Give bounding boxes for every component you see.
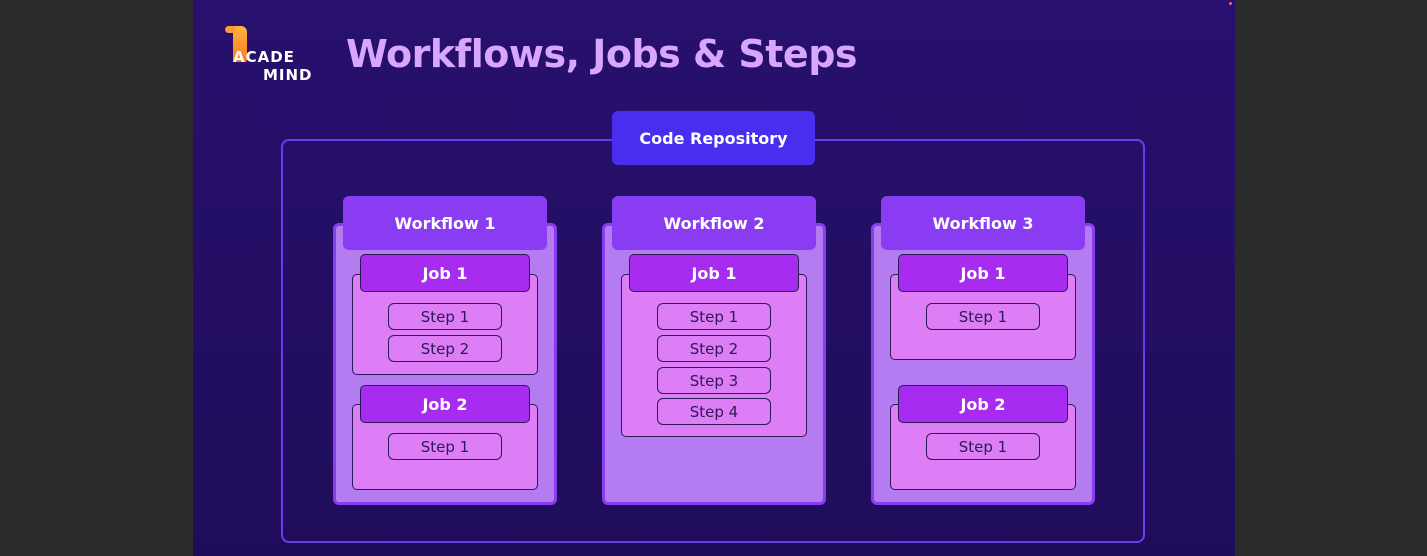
workflow-1-job-1-step-1: Step 1 (388, 303, 502, 330)
corner-dot (1229, 2, 1232, 5)
logo-bookmark-icon (225, 26, 247, 62)
workflow-3-job-2-step-1: Step 1 (926, 433, 1040, 460)
workflow-2-job-1-step-2: Step 2 (657, 335, 771, 362)
workflow-1-job-2-step-1: Step 1 (388, 433, 502, 460)
slide-title: Workflows, Jobs & Steps (346, 32, 858, 76)
workflow-1-job-2-label: Job 2 (360, 385, 530, 423)
workflow-2-label: Workflow 2 (612, 196, 816, 250)
slide: ACADE MIND Workflows, Jobs & Steps Code … (193, 0, 1235, 556)
workflow-1-job-1-step-2: Step 2 (388, 335, 502, 362)
workflow-2-job-1-step-1: Step 1 (657, 303, 771, 330)
workflow-3-job-2-label: Job 2 (898, 385, 1068, 423)
workflow-2-job-1-step-4: Step 4 (657, 398, 771, 425)
academind-logo: ACADE MIND (219, 26, 319, 86)
logo-text-line1: ACADE (233, 48, 295, 66)
workflow-2-job-1 (621, 274, 807, 437)
workflow-3-label: Workflow 3 (881, 196, 1085, 250)
workflow-3-job-1-label: Job 1 (898, 254, 1068, 292)
workflow-1-label: Workflow 1 (343, 196, 547, 250)
logo-text-line2: MIND (263, 66, 313, 84)
code-repository-label: Code Repository (612, 111, 815, 165)
workflow-2-job-1-label: Job 1 (629, 254, 799, 292)
workflow-3-job-1-step-1: Step 1 (926, 303, 1040, 330)
workflow-1-job-1-label: Job 1 (360, 254, 530, 292)
workflow-2-job-1-step-3: Step 3 (657, 367, 771, 394)
